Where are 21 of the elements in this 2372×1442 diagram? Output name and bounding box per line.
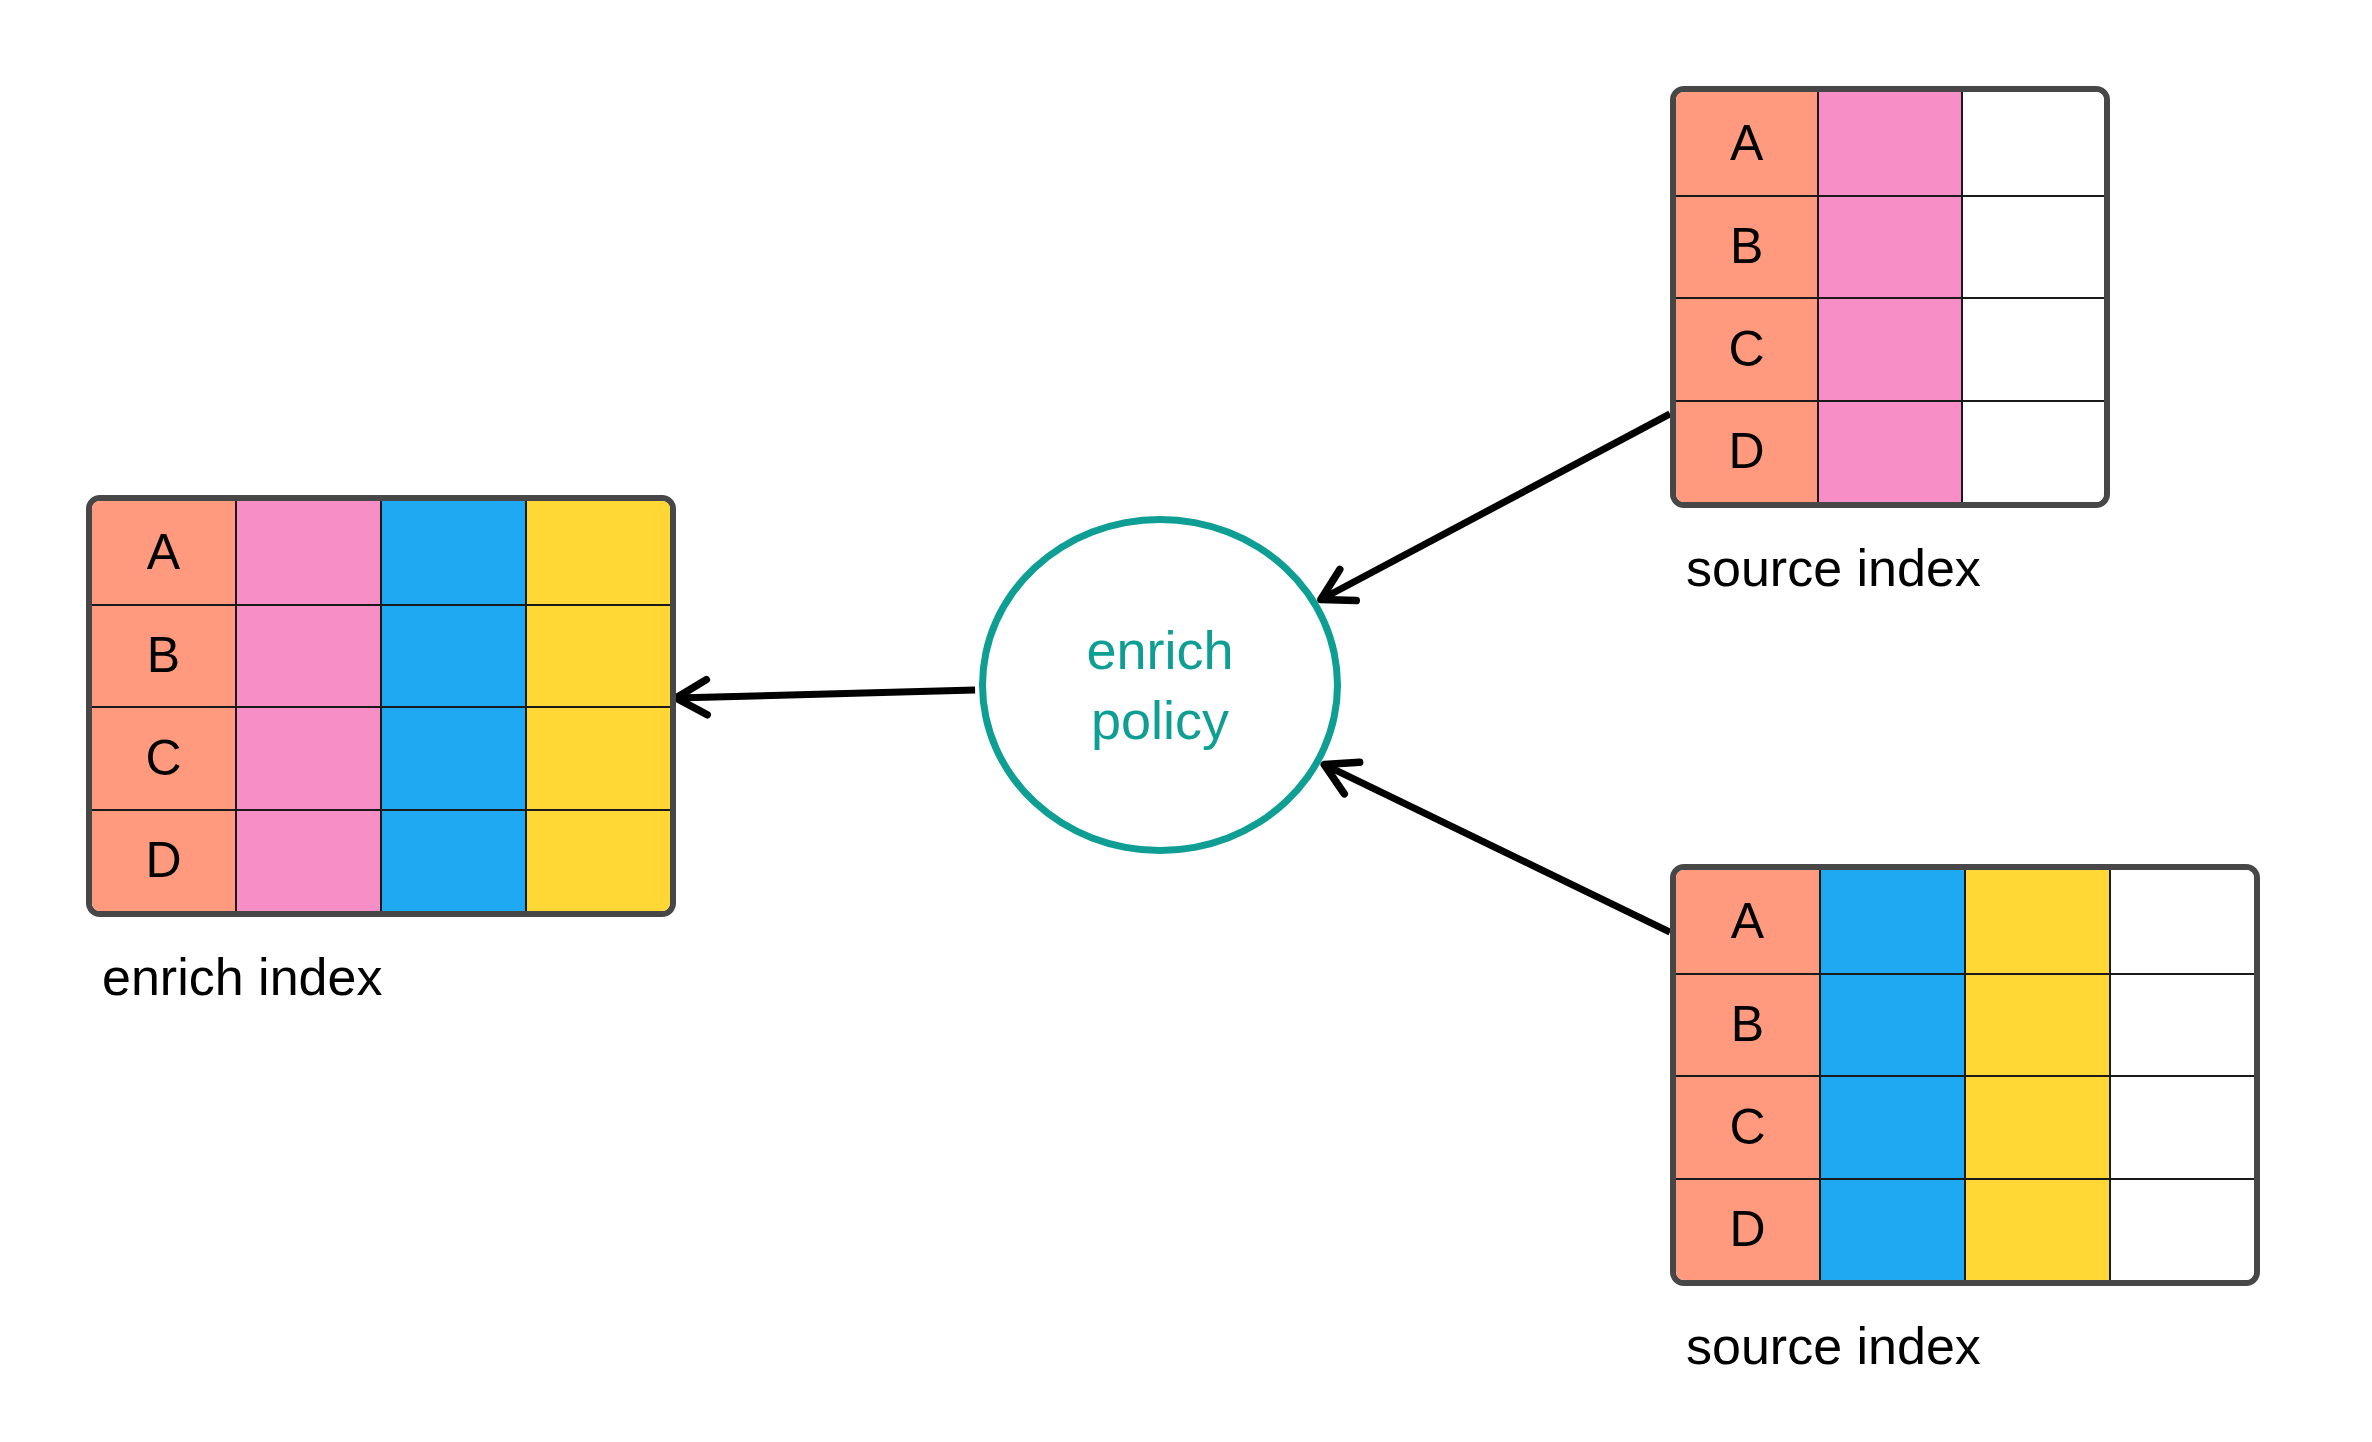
arrow [1317,410,1672,605]
table-cell: B [1676,194,1818,297]
arrow [1320,758,1672,936]
index-table [1670,86,2110,508]
table-cell: A [1676,92,1818,195]
index-table [86,495,676,917]
table-cell: D [1676,1177,1819,1280]
table-cell: D [92,808,235,911]
table-cell: D [1676,399,1818,502]
table-cell: A [92,501,235,604]
table-cell: B [1676,972,1819,1075]
table-caption: enrich index [102,951,383,1003]
node-label: enrich policy [1085,618,1235,752]
table-caption: source index [1686,542,1981,594]
table-cell: B [92,603,235,706]
table-cell: A [1676,870,1819,973]
table-cell: C [92,706,235,809]
table-caption: source index [1686,1320,1981,1372]
table-cell: C [1676,297,1818,400]
table-cell: C [1676,1075,1819,1178]
index-table [1670,864,2260,1286]
